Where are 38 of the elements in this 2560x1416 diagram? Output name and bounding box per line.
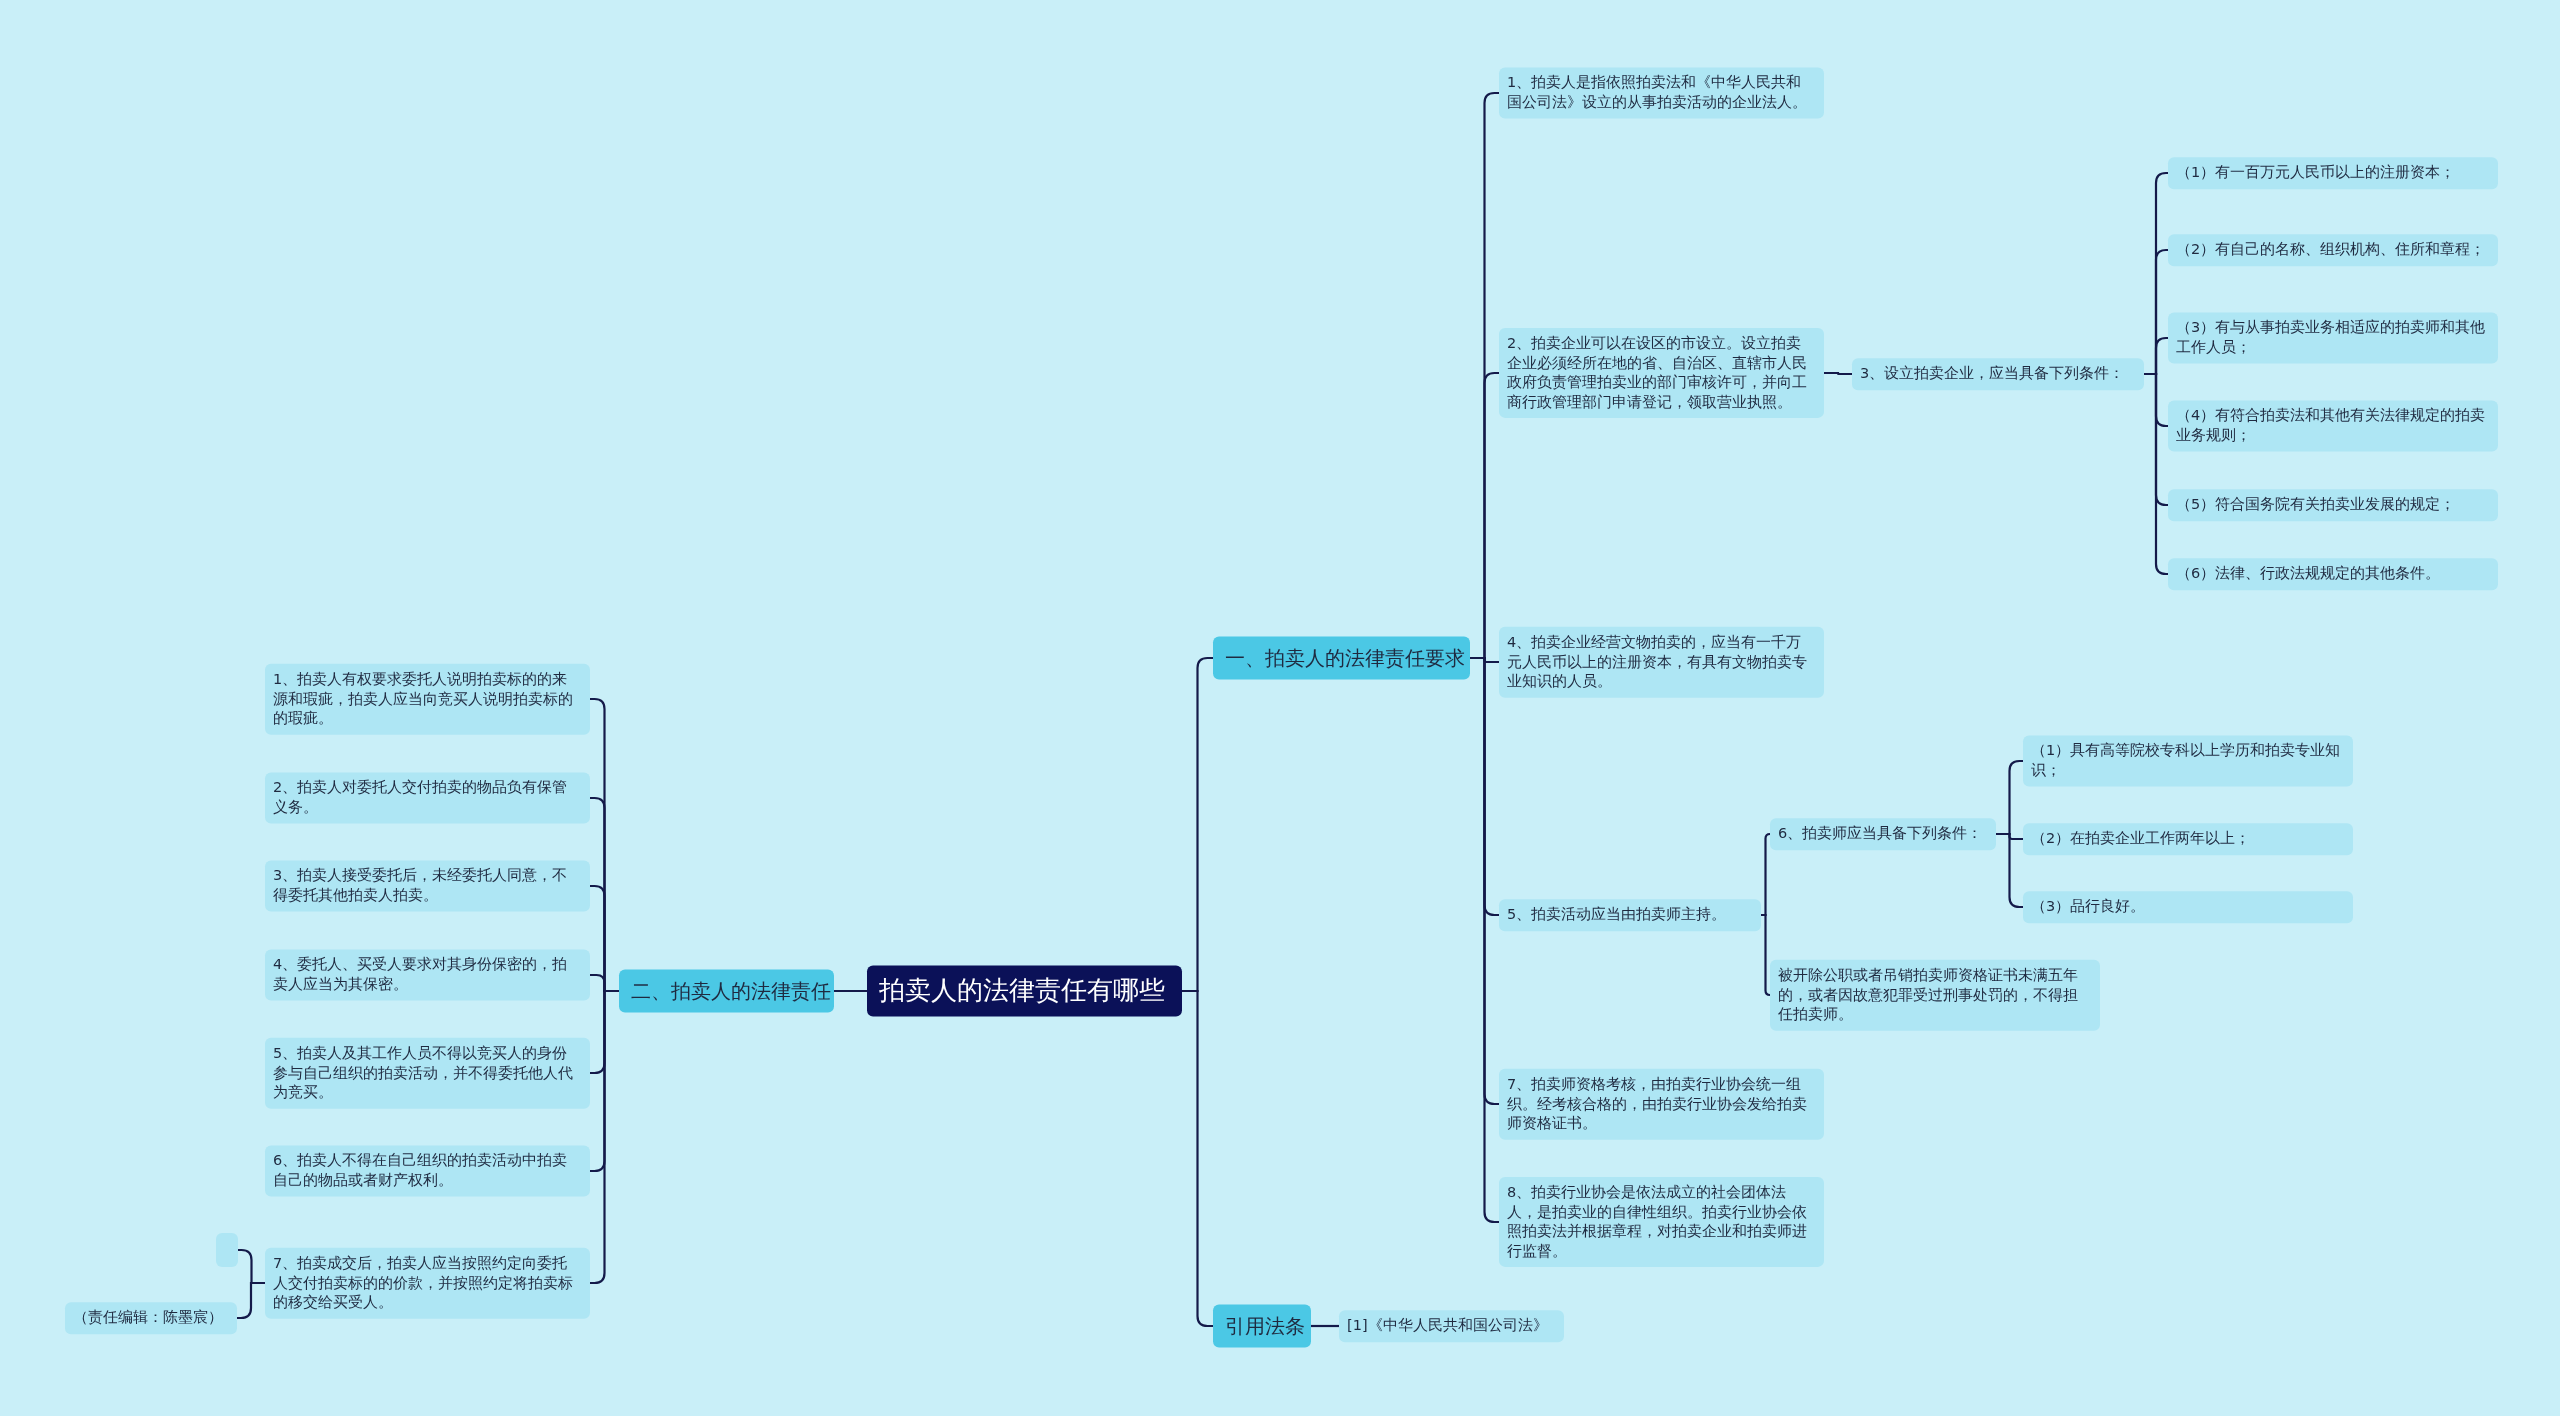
topic-box: 2、拍卖人对委托人交付拍卖的物品负有保管义务。 (265, 772, 590, 824)
branch-topic: 二、拍卖人的法律责任 (619, 969, 834, 1013)
topic-box: （2）在拍卖企业工作两年以上； (2023, 823, 2353, 855)
topic-box: （2）有自己的名称、组织机构、住所和章程； (2168, 234, 2498, 266)
connector-line (1761, 913, 1772, 997)
topic-box: 4、委托人、买受人要求对其身份保密的，拍卖人应当为其保密。 (265, 949, 590, 1001)
empty-box (216, 1233, 238, 1267)
topic-box: （3）有与从事拍卖业务相适应的拍卖师和其他工作人员； (2168, 312, 2498, 364)
topic-box: 8、拍卖行业协会是依法成立的社会团体法人，是拍卖业的自律性组织。拍卖行业协会依照拍卖法并根据章程，对拍卖企业和拍卖师进行监督。 (1499, 1176, 1824, 1268)
connector-line (1311, 1324, 1339, 1328)
topic-box: 被开除公职或者吊销拍卖师资格证书未满五年的，或者因故意犯罪受过刑事处罚的，不得担任拍卖师。 (1770, 959, 2100, 1031)
topic-box: 1、拍卖人是指依照拍卖法和《中华人民共和国公司法》设立的从事拍卖活动的企业法人。 (1499, 67, 1824, 119)
topic-box: （1）具有高等院校专科以上学历和拍卖专业知识； (2023, 735, 2353, 787)
topic-box: （1）有一百万元人民币以上的注册资本； (2168, 157, 2498, 189)
connector-line (1824, 371, 1852, 376)
topic-box: （4）有符合拍卖法和其他有关法律规定的拍卖业务规则； (2168, 400, 2498, 452)
topic-box: 6、拍卖人不得在自己组织的拍卖活动中拍卖自己的物品或者财产权利。 (265, 1145, 590, 1197)
topic-box: [1]《中华人民共和国公司法》 (1339, 1310, 1564, 1342)
topic-box: 4、拍卖企业经营文物拍卖的，应当有一千万元人民币以上的注册资本，有具有文物拍卖专业知识的人员。 (1499, 626, 1824, 698)
topic-box: 5、拍卖活动应当由拍卖师主持。 (1499, 899, 1761, 931)
branch-topic: 引用法条 (1213, 1304, 1311, 1348)
connector-line (2144, 372, 2168, 576)
connector-line (834, 989, 867, 993)
topic-box: 7、拍卖师资格考核，由拍卖行业协会统一组织。经考核合格的，由拍卖行业协会发给拍卖师资格证书。 (1499, 1068, 1824, 1140)
topic-box: 3、设立拍卖企业，应当具备下列条件： (1852, 358, 2144, 390)
topic-box: （3）品行良好。 (2023, 891, 2353, 923)
topic-box: （6）法律、行政法规规定的其他条件。 (2168, 558, 2498, 590)
topic-box: 6、拍卖师应当具备下列条件： (1770, 818, 1996, 850)
topic-box: 3、拍卖人接受委托后，未经委托人同意，不得委托其他拍卖人拍卖。 (265, 860, 590, 912)
topic-box: （责任编辑：陈墨宸） (65, 1302, 237, 1334)
topic-box: （5）符合国务院有关拍卖业发展的规定； (2168, 489, 2498, 521)
topic-box: 5、拍卖人及其工作人员不得以竞买人的身份参与自己组织的拍卖活动，并不得委托他人代为竞买。 (265, 1037, 590, 1109)
topic-box: 1、拍卖人有权要求委托人说明拍卖标的的来源和瑕疵，拍卖人应当向竞买人说明拍卖标的的瑕疵。 (265, 663, 590, 735)
topic-box: 7、拍卖成交后，拍卖人应当按照约定向委托人交付拍卖标的的价款，并按照约定将拍卖标的移交给买受人。 (265, 1247, 590, 1319)
connector-line (1761, 832, 1772, 917)
branch-topic: 一、拍卖人的法律责任要求 (1213, 636, 1470, 680)
topic-box: 2、拍卖企业可以在设区的市设立。设立拍卖企业必须经所在地的省、自治区、直辖市人民政府负责管理拍卖业的部门审核许可，并向工商行政管理部门申请登记，领取营业执照。 (1499, 327, 1824, 419)
root-topic: 拍卖人的法律责任有哪些 (867, 965, 1182, 1017)
